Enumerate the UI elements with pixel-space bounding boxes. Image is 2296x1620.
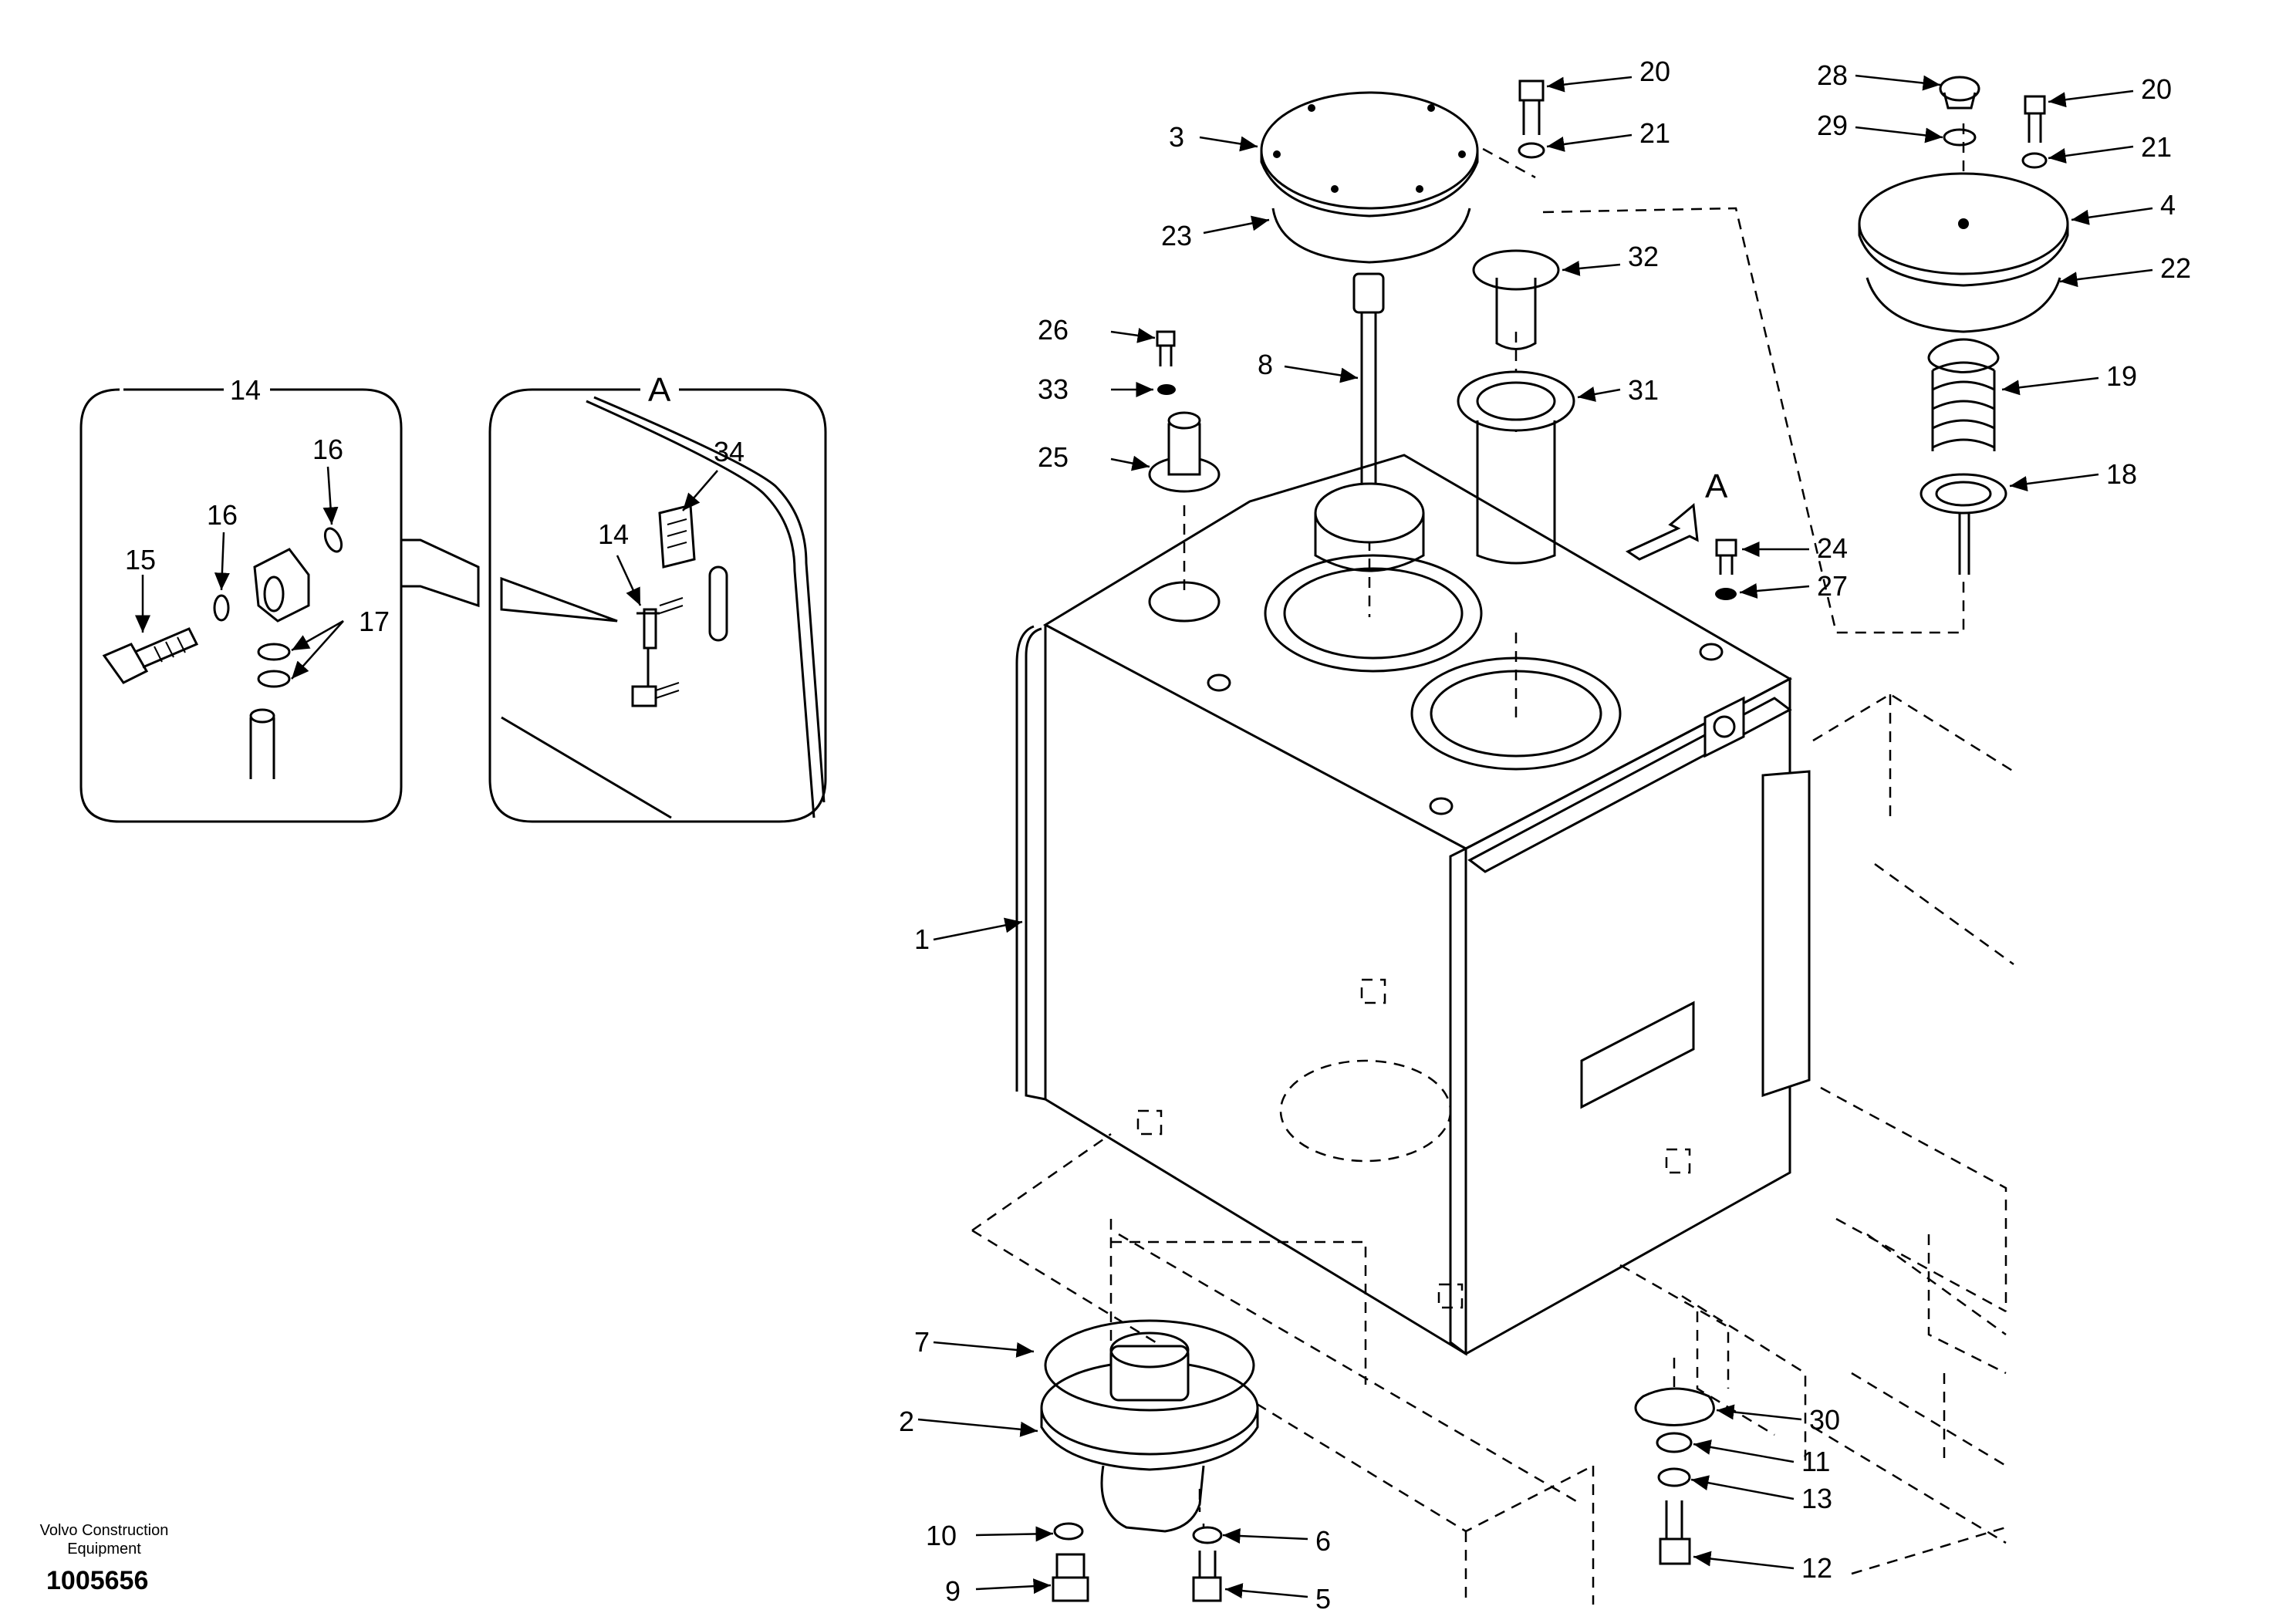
callout-22: 22: [2160, 252, 2191, 284]
part-32-bushing: [1472, 249, 1560, 350]
callout-13: 13: [1801, 1483, 1832, 1514]
eye-fitting-shape: [253, 548, 310, 623]
view-a-box: [488, 388, 827, 823]
part-19-spring: [1927, 338, 2000, 451]
hydraulic-tank: [1015, 454, 1811, 1356]
part-26-bolt: [1156, 330, 1176, 366]
callout-4: 4: [2160, 189, 2176, 221]
part-12-bolt: [1659, 1500, 1691, 1565]
callout-25: 25: [1038, 441, 1069, 473]
callout-21-top: 21: [1639, 117, 1670, 149]
callout-33: 33: [1038, 373, 1069, 405]
assembly-lines: [1111, 123, 1965, 1543]
callout-20-top: 20: [1639, 56, 1670, 87]
leader-lines: [135, 74, 2153, 1599]
frame-outline: [971, 693, 2014, 1605]
part-25-breather: [1148, 411, 1221, 493]
view-a-arrow-label: A: [1705, 467, 1728, 505]
sight-gauge-shape: [631, 597, 684, 707]
callout-6: 6: [1315, 1525, 1331, 1557]
callout-2: 2: [899, 1406, 914, 1437]
drawing-number: 1005656: [46, 1566, 148, 1595]
part-18-valve: [1920, 473, 2007, 575]
callout-29: 29: [1817, 110, 1848, 141]
detail-14-box: [79, 388, 480, 823]
part-23-gasket: [1271, 208, 1471, 264]
part-24-bolt: [1715, 538, 1737, 575]
callout-24: 24: [1817, 532, 1848, 564]
part-13-lockwasher: [1657, 1467, 1691, 1487]
part-3-cover: [1260, 91, 1479, 218]
part-29-oring: [1943, 128, 1977, 147]
part-33-seal: [1157, 384, 1176, 395]
part-9-plug: [1052, 1553, 1089, 1602]
part-7-oring: [1044, 1319, 1255, 1412]
callout-28: 28: [1817, 59, 1848, 91]
callout-7: 7: [914, 1326, 930, 1358]
callout-27: 27: [1817, 570, 1848, 602]
part-21-washer-top: [1518, 142, 1545, 159]
callout-8: 8: [1258, 349, 1273, 380]
callout-14-detail: 14: [230, 374, 261, 406]
callout-19: 19: [2106, 360, 2137, 392]
footer: Volvo Construction Equipment 1005656: [40, 1522, 169, 1595]
view-a-title: A: [648, 371, 671, 409]
callout-17: 17: [359, 606, 390, 637]
callout-labels: 1 2 3 4 5 6 7 8 9 10 11 12 13 14 14 15 1…: [125, 56, 2191, 1615]
callout-23: 23: [1161, 220, 1192, 251]
part-20-bolt-right: [2024, 95, 2046, 143]
bolt-15-shape: [102, 627, 199, 684]
callout-1: 1: [914, 923, 930, 955]
part-22-gasket: [1866, 277, 2061, 333]
part-2-suction: [1040, 1331, 1259, 1533]
part-21-washer-right: [2021, 152, 2048, 169]
callout-30: 30: [1809, 1404, 1840, 1436]
callout-20-right: 20: [2141, 73, 2172, 105]
company-name-line1: Volvo Construction: [40, 1522, 169, 1539]
callout-21-right: 21: [2141, 131, 2172, 163]
callout-26: 26: [1038, 314, 1069, 346]
view-a-arrow: [1625, 503, 1699, 561]
callout-16-left: 16: [207, 499, 238, 531]
callout-34: 34: [714, 436, 745, 467]
callout-10: 10: [926, 1520, 957, 1551]
part-11-washer: [1656, 1432, 1693, 1453]
callout-3: 3: [1169, 121, 1184, 153]
callout-9: 9: [945, 1575, 961, 1607]
company-name-line2: Equipment: [67, 1541, 141, 1558]
part-4-cover: [1858, 172, 2069, 287]
callout-16-right: 16: [312, 434, 343, 465]
part-6-washer: [1192, 1526, 1223, 1544]
callout-15: 15: [125, 544, 156, 575]
part-10-oring: [1053, 1522, 1084, 1541]
part-31-sleeve: [1457, 370, 1575, 565]
part-5-bolt: [1192, 1551, 1222, 1602]
callout-18: 18: [2106, 458, 2137, 490]
callout-11: 11: [1801, 1446, 1830, 1477]
part-8-strainer: [1314, 272, 1425, 572]
callout-32: 32: [1628, 241, 1659, 272]
callout-31: 31: [1628, 374, 1659, 406]
part-28-plug: [1939, 76, 1980, 110]
part-20-bolt-top: [1518, 79, 1545, 135]
callout-5: 5: [1315, 1583, 1331, 1615]
callout-14-view: 14: [598, 518, 629, 550]
part-27-washer: [1715, 588, 1737, 600]
callout-12: 12: [1801, 1552, 1832, 1584]
part-30-spacer: [1634, 1387, 1715, 1426]
